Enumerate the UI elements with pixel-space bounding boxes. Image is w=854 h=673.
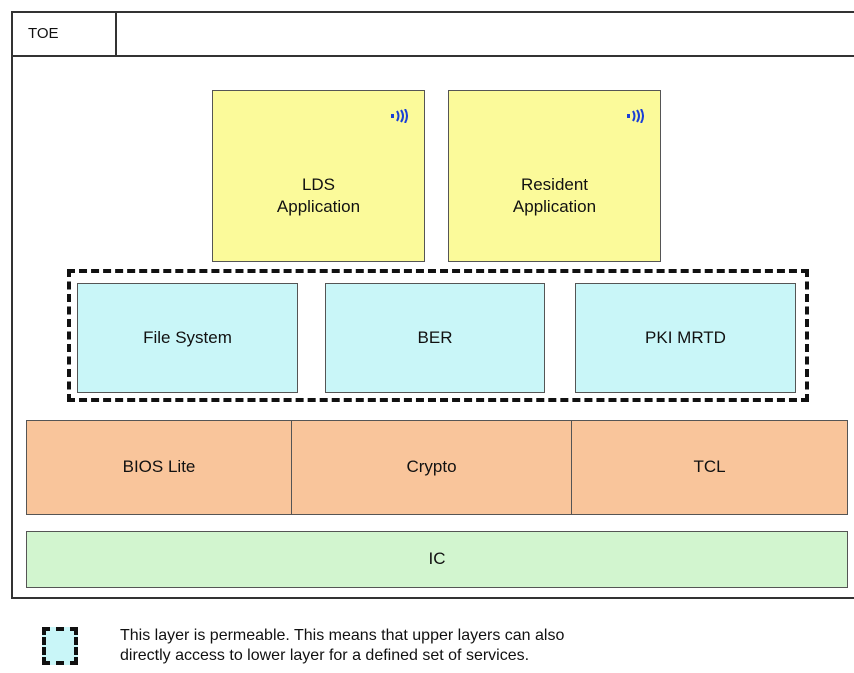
- lds-application-box: LDS Application: [212, 90, 425, 262]
- file-system-box: File System: [77, 283, 298, 393]
- app-title-line1: Resident: [520, 174, 589, 194]
- resident-application-box: Resident Application: [448, 90, 661, 262]
- toe-header-line: [115, 55, 854, 57]
- crypto-box: Crypto: [291, 420, 572, 515]
- app-title-line2: Application: [512, 197, 597, 216]
- toe-frame: [11, 11, 854, 599]
- ic-box: IC: [26, 531, 848, 588]
- legend-line2: directly access to lower layer for a def…: [120, 647, 530, 664]
- contactless-icon: [627, 109, 644, 123]
- tcl-box: TCL: [571, 420, 848, 515]
- ber-box: BER: [325, 283, 545, 393]
- legend-line1: This layer is permeable. This means that…: [120, 627, 565, 644]
- app-title-line2: Application: [276, 197, 361, 216]
- toe-label: TOE: [11, 11, 117, 57]
- app-title-line1: LDS: [301, 174, 336, 194]
- pki-mrtd-box: PKI MRTD: [575, 283, 796, 393]
- legend-text: This layer is permeable. This means that…: [120, 626, 760, 666]
- permeable-legend-icon: [42, 627, 78, 665]
- contactless-icon: [391, 109, 408, 123]
- bios-lite-box: BIOS Lite: [26, 420, 292, 515]
- permeable-layer-border: [67, 269, 809, 402]
